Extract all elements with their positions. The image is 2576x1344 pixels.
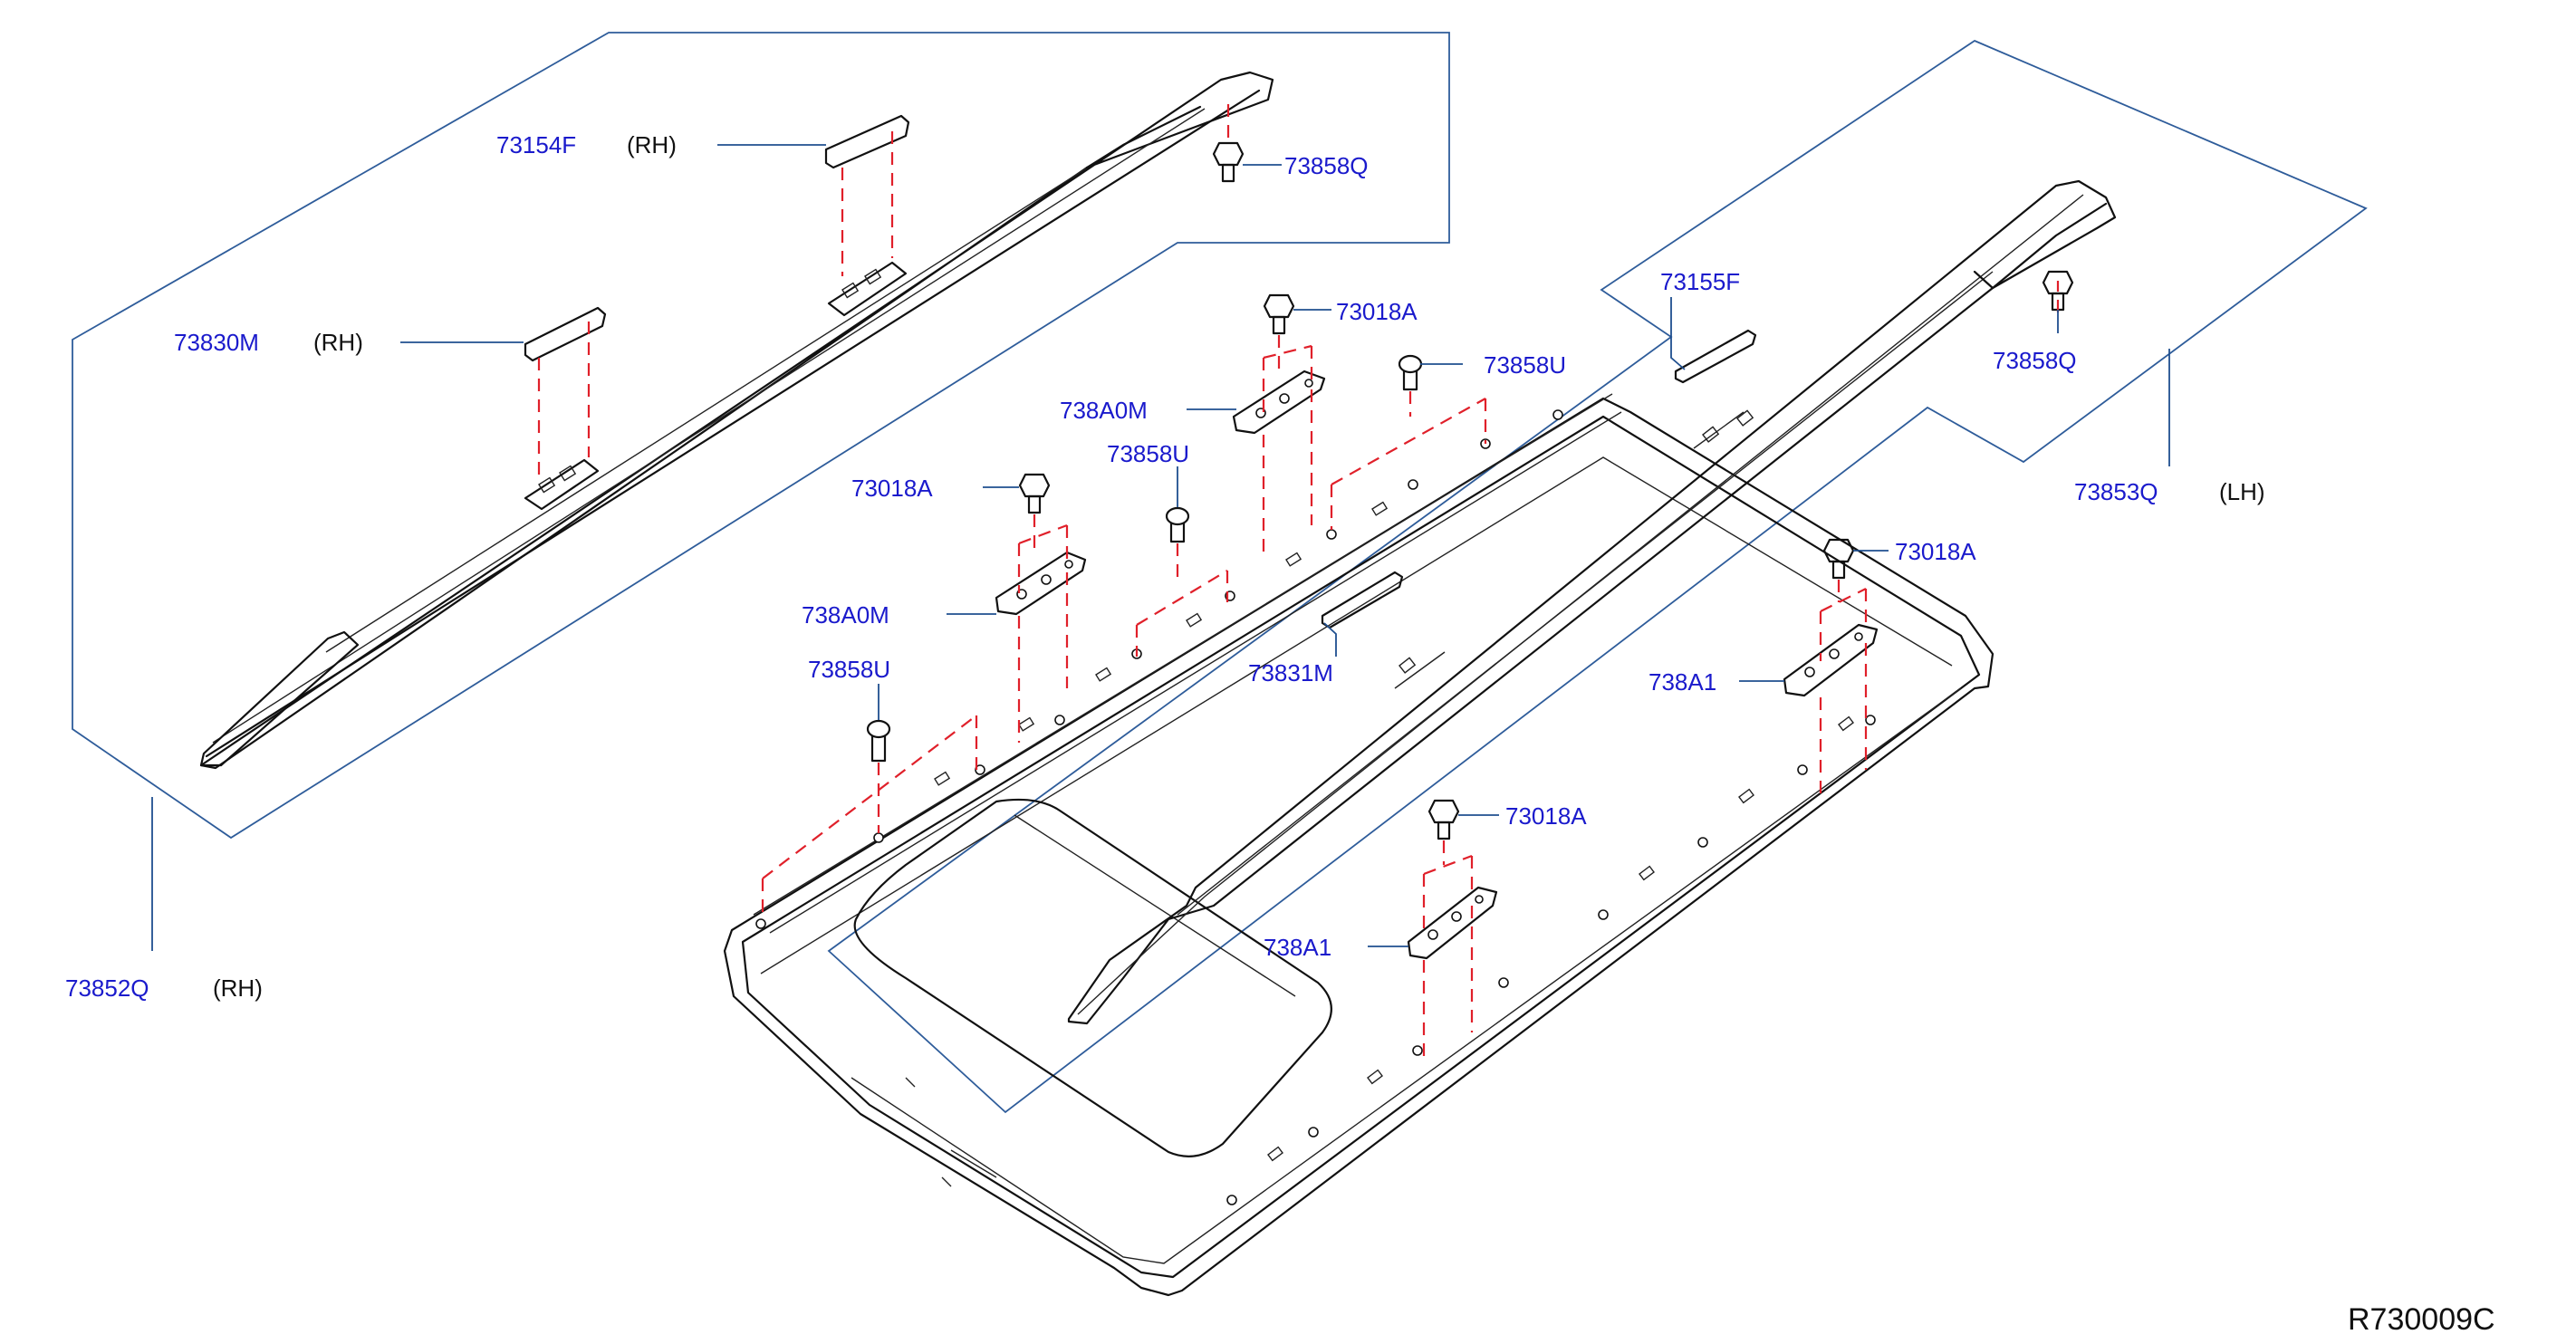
- leader-lines: [151, 144, 2170, 951]
- callout-73853Q-number: 73853Q: [2074, 478, 2158, 505]
- callout-73154F-number: 73154F: [496, 131, 576, 158]
- callout-73018A-2-number: 73018A: [851, 475, 933, 502]
- rh-rail-cover-73830M: [524, 306, 607, 362]
- bolt-73018A-4: [1427, 799, 1460, 840]
- callout-73858U-1-number: 73858U: [1484, 351, 1566, 379]
- clip-73858U-2: [1165, 506, 1190, 543]
- callout-73155F-number: 73155F: [1660, 268, 1740, 295]
- callout-73852Q-side: (RH): [213, 974, 263, 1002]
- bracket-738A0M-lower: [995, 551, 1087, 616]
- callout-73018A-3-number: 73018A: [1895, 538, 1976, 565]
- clip-73858U-1: [1398, 354, 1423, 391]
- callout-73831M-number: 73831M: [1248, 659, 1333, 686]
- callout-73858U-3-number: 73858U: [808, 656, 890, 683]
- bolt-73018A-3: [1822, 538, 1855, 580]
- installation-guide-lines: [537, 100, 2060, 1064]
- callout-73858Q-right-number: 73858Q: [1993, 347, 2077, 374]
- sunroof-opening: [853, 798, 1332, 1157]
- callout-738A0M-2-number: 738A0M: [802, 601, 889, 629]
- callout-73858U-2-number: 73858U: [1107, 440, 1189, 467]
- callout-738A1-2-number: 738A1: [1264, 934, 1331, 961]
- bracket-738A1-front: [1407, 886, 1498, 960]
- lh-rail-assembly-frame: [827, 39, 2368, 1114]
- callout-73852Q-number: 73852Q: [65, 974, 149, 1002]
- rh-rail-cover-73154F: [824, 114, 910, 169]
- lh-rail-cover-73831M: [1321, 571, 1404, 629]
- lh-roof-rail: [1067, 179, 2117, 1025]
- callout-73018A-4-number: 73018A: [1505, 802, 1587, 830]
- bolt-73858Q-top: [1212, 141, 1245, 183]
- callout-73830M-number: 73830M: [174, 329, 259, 356]
- lh-rail-cover-73155F: [1674, 329, 1757, 384]
- bolt-73018A-1: [1263, 293, 1295, 335]
- callout-73853Q-side: (LH): [2219, 478, 2265, 505]
- callout-73830M-side: (RH): [313, 329, 363, 356]
- callout-73154F-side: (RH): [627, 131, 677, 158]
- roof-panel: [723, 393, 1994, 1297]
- rh-rail-assembly-frame: [72, 32, 1450, 840]
- clip-73858U-3: [866, 719, 891, 763]
- callout-73858Q-top-number: 73858Q: [1284, 152, 1369, 179]
- bolt-73018A-2: [1018, 473, 1051, 514]
- callout-738A0M-1-number: 738A0M: [1060, 397, 1148, 424]
- callout-73018A-1-number: 73018A: [1336, 298, 1418, 325]
- diagram-code: R730009C: [2348, 1302, 2495, 1337]
- rh-roof-rail: [199, 71, 1274, 770]
- bracket-738A1-rear: [1783, 623, 1879, 697]
- callout-738A1-1-number: 738A1: [1648, 668, 1716, 696]
